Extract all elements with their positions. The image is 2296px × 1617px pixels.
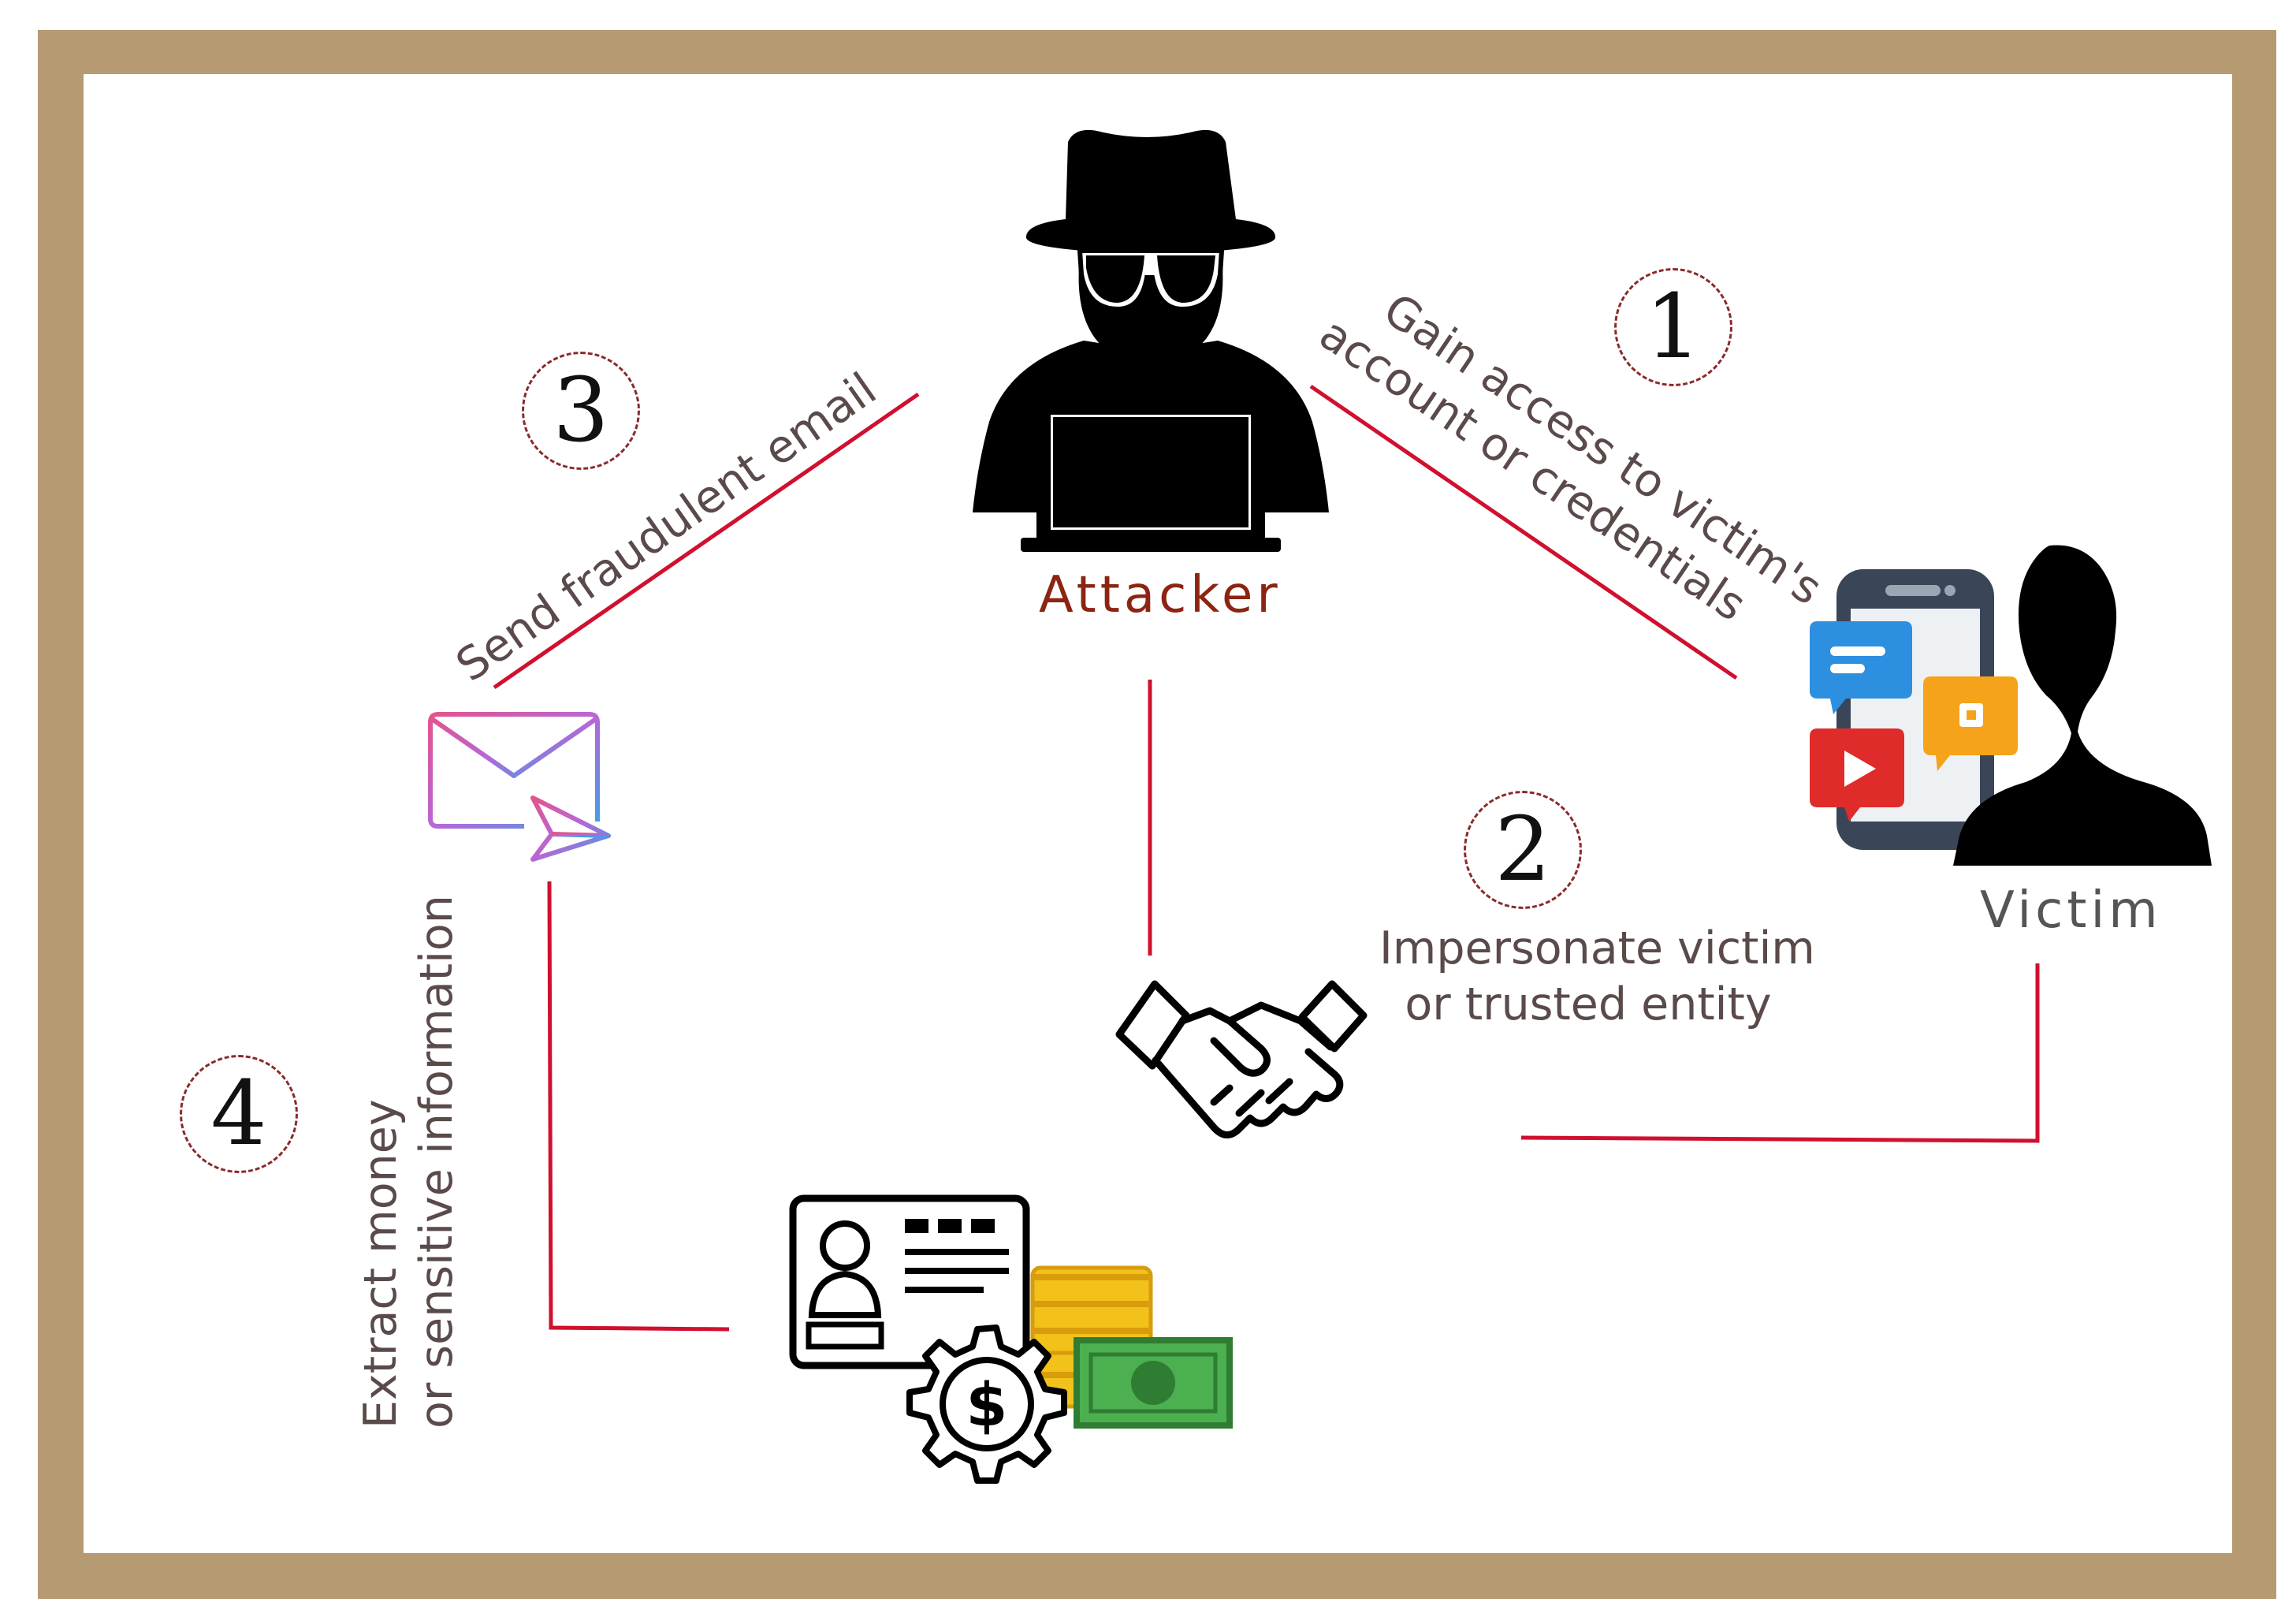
step-2-text: Impersonate victim or trusted entity — [1379, 921, 1815, 1034]
step-2-text-line1: Impersonate victim — [1379, 922, 1815, 974]
step-4-text-line2: or sensitive information — [411, 895, 463, 1429]
step-4-text-line1: Extract money — [355, 1099, 407, 1429]
step-2-text-line2: or trusted entity — [1405, 978, 1772, 1031]
svg-text:$: $ — [966, 1369, 1008, 1440]
step-3-number: 3 — [553, 360, 609, 462]
step-4-text: Extract money or sensitive information — [353, 895, 466, 1429]
attacker-icon — [973, 129, 1329, 552]
step-4-number: 4 — [210, 1063, 267, 1165]
step-2-number: 2 — [1494, 799, 1551, 901]
handshake-icon — [1115, 980, 1368, 1138]
connector-email-money — [547, 881, 730, 1332]
social-apps-icon — [1810, 569, 2018, 850]
victim-label: Victim — [1980, 881, 2162, 940]
connectors — [493, 384, 2040, 1332]
step-4-badge: 4 — [180, 1055, 298, 1173]
step-1-badge: 1 — [1614, 268, 1732, 386]
step-1-number: 1 — [1645, 276, 1702, 378]
step-3-badge: 3 — [522, 352, 640, 470]
money-id-icon: $ — [789, 1194, 1233, 1484]
connector-victim-handshake — [1520, 963, 2040, 1143]
connector-attacker-victim — [1309, 384, 1738, 680]
victim-icon — [1953, 545, 2212, 866]
sunglasses — [1077, 248, 1225, 312]
step-2-badge: 2 — [1464, 791, 1582, 909]
connector-attacker-email — [493, 392, 920, 690]
email-icon — [428, 712, 611, 862]
attacker-label: Attacker — [1039, 566, 1282, 624]
